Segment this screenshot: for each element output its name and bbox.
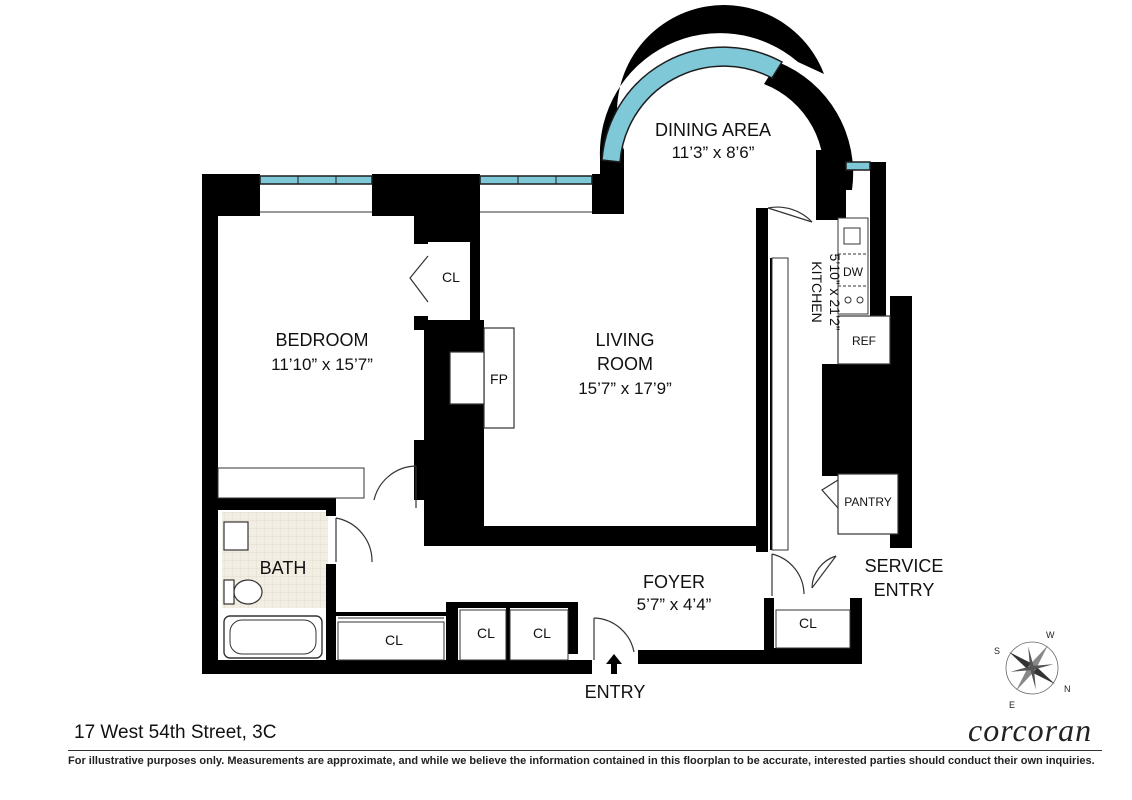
bedroom-radiator (217, 467, 365, 499)
living-label-1: LIVING (595, 330, 654, 350)
kitchen-dim: 5’10” x 21’2” (827, 253, 843, 330)
refrigerator-label: REF (852, 334, 876, 348)
refrigerator-box (837, 315, 891, 365)
closet-label: CL (799, 615, 817, 631)
compass-e: E (1009, 700, 1015, 710)
brand-logo: corcoran (968, 712, 1093, 748)
bath-sink (223, 521, 249, 551)
toilet-bowl (233, 579, 263, 605)
kitchen-counter (771, 257, 789, 551)
toilet-tank (223, 579, 235, 605)
living-label-2: ROOM (597, 354, 653, 374)
dining-right-wall (764, 62, 854, 190)
fireplace-label: FP (490, 371, 508, 387)
disclaimer-text: For illustrative purposes only. Measurem… (68, 755, 1095, 767)
dining-label: DINING AREA (655, 120, 771, 140)
closet-label: CL (442, 269, 460, 285)
kitchen-label: KITCHEN (809, 261, 825, 322)
foyer-dim: 5’7” x 4’4” (637, 595, 712, 614)
dining-arc-window (601, 46, 784, 163)
living-dim: 15’7” x 17’9” (578, 379, 672, 398)
bedroom-dim: 11’10” x 15’7” (271, 355, 373, 374)
compass-icon (1005, 641, 1059, 695)
dishwasher-label: DW (843, 265, 864, 279)
door-swings (335, 206, 839, 660)
compass-w: W (1046, 630, 1055, 640)
stove-burner-icon (856, 296, 864, 304)
service-entry-label-1: SERVICE (865, 556, 944, 576)
dining-dim: 11’3” x 8’6” (672, 143, 755, 162)
bedroom-label: BEDROOM (275, 330, 368, 350)
kitchen-cabinets (837, 217, 869, 315)
bath-label: BATH (260, 558, 307, 578)
compass-n: N (1064, 684, 1071, 694)
footer-divider (68, 750, 1102, 751)
dining-arc-wall (599, 5, 824, 215)
bathtub-inner (229, 619, 317, 655)
closet-label: CL (477, 625, 495, 641)
service-entry-label-2: ENTRY (874, 580, 935, 600)
fireplace-box (449, 351, 485, 405)
stove-burner-icon (844, 296, 852, 304)
entry-label: ENTRY (585, 682, 646, 702)
entry-arrow-icon (606, 654, 622, 674)
closet-label: CL (533, 625, 551, 641)
closet-label: CL (385, 632, 403, 648)
foyer-label: FOYER (643, 572, 705, 592)
pantry-label: PANTRY (844, 495, 892, 509)
fireplace-hearth (483, 327, 515, 429)
sink-icon (843, 227, 861, 245)
compass-s: S (994, 646, 1000, 656)
listing-address: 17 West 54th Street, 3C (74, 722, 277, 743)
windows (259, 161, 871, 185)
pantry-box (837, 473, 899, 535)
